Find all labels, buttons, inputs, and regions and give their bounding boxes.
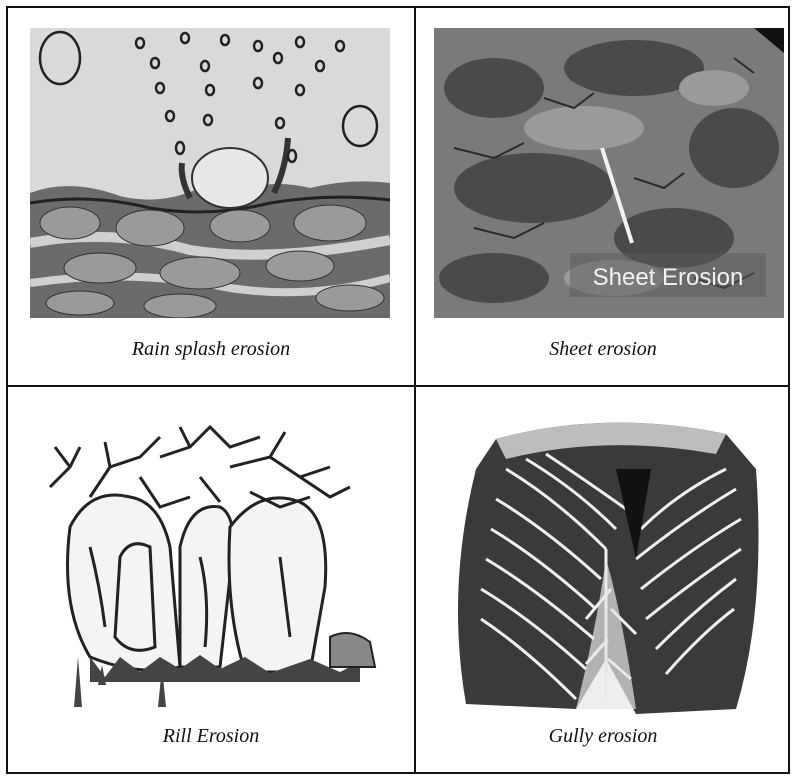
- panel-rill-erosion: Rill Erosion: [8, 387, 414, 774]
- sheet-erosion-overlay-label: Sheet Erosion: [593, 264, 744, 291]
- caption-rill-erosion: Rill Erosion: [8, 725, 414, 748]
- sheet-erosion-photo: Sheet Erosion: [434, 28, 784, 318]
- panel-sheet-erosion: Sheet Erosion Sheet erosion: [416, 8, 790, 385]
- panel-gully-erosion: Gully erosion: [416, 387, 790, 774]
- erosion-types-figure: Rain splash erosion Sheet Erosion: [6, 6, 790, 774]
- caption-sheet-erosion: Sheet erosion: [416, 338, 790, 361]
- rill-erosion-illustration: [30, 407, 390, 707]
- caption-gully-erosion: Gully erosion: [416, 725, 790, 748]
- caption-rain-splash: Rain splash erosion: [8, 338, 414, 361]
- gully-erosion-illustration: [436, 409, 776, 719]
- rain-splash-illustration: [30, 28, 390, 318]
- panel-rain-splash: Rain splash erosion: [8, 8, 414, 385]
